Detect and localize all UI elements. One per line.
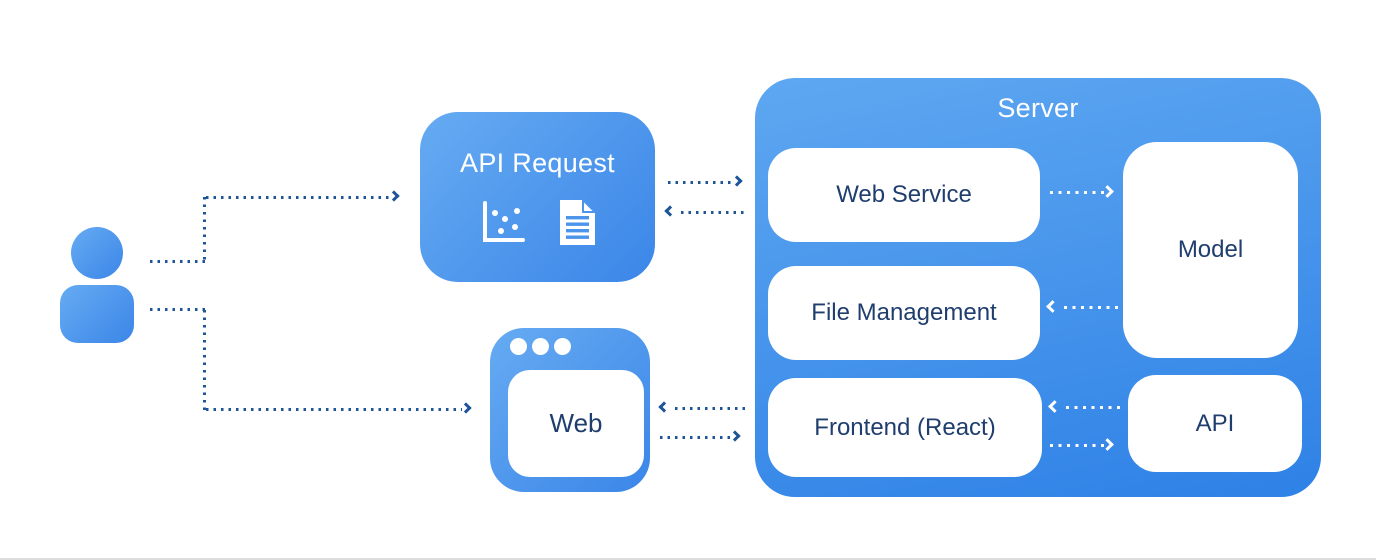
person-icon-body — [60, 285, 134, 343]
browser-dot-icon — [510, 338, 527, 355]
api-label: API — [1195, 409, 1235, 437]
edge-api-request-to-server — [668, 181, 734, 184]
arrowhead-left-icon — [658, 401, 670, 413]
web-service-label: Web Service — [836, 181, 972, 208]
edge-frontend-to-web — [675, 407, 747, 410]
person-icon — [71, 227, 123, 279]
browser-window-icon — [510, 338, 571, 355]
edge-web-to-frontend — [660, 436, 732, 439]
api-request-label: API Request — [460, 148, 615, 178]
arrowhead-right-icon — [388, 190, 400, 202]
arrowhead-right-icon — [460, 402, 472, 414]
frontend-react-label: Frontend (React) — [814, 413, 996, 441]
node-server: Server Web Service File Management Front… — [755, 78, 1321, 497]
web-label: Web — [549, 408, 603, 438]
browser-dot-icon — [532, 338, 549, 355]
api-request-icons — [479, 199, 597, 246]
edge-model-to-file-management — [1064, 306, 1118, 309]
browser-dot-icon — [554, 338, 571, 355]
browser-viewport: Web — [508, 370, 644, 477]
edge-server-to-api-request — [681, 211, 747, 214]
arrowhead-left-icon — [664, 205, 676, 217]
node-api-request: API Request — [420, 112, 655, 282]
node-web-service: Web Service — [768, 148, 1040, 242]
server-label: Server — [997, 93, 1079, 123]
node-frontend-react: Frontend (React) — [768, 378, 1042, 477]
edge-web-service-to-model — [1050, 191, 1104, 194]
scatter-plot-icon — [482, 201, 525, 242]
edge-frontend-to-api — [1050, 444, 1104, 447]
node-api: API — [1128, 375, 1302, 472]
document-icon — [559, 199, 596, 245]
node-model: Model — [1123, 142, 1298, 358]
edge-user-api-request — [150, 260, 206, 263]
node-file-management: File Management — [768, 266, 1040, 360]
edge-user-web — [150, 308, 206, 311]
arrowhead-right-icon — [729, 430, 741, 442]
bottom-divider — [0, 558, 1376, 560]
edge-api-to-frontend — [1066, 406, 1120, 409]
node-web: Web — [490, 328, 650, 492]
edge-user-web — [203, 310, 206, 411]
model-label: Model — [1177, 236, 1244, 263]
edge-user-web — [206, 408, 462, 411]
edge-user-api-request — [206, 196, 390, 199]
edge-user-api-request — [203, 197, 206, 263]
file-management-label: File Management — [811, 299, 997, 326]
arrowhead-right-icon — [731, 175, 743, 187]
